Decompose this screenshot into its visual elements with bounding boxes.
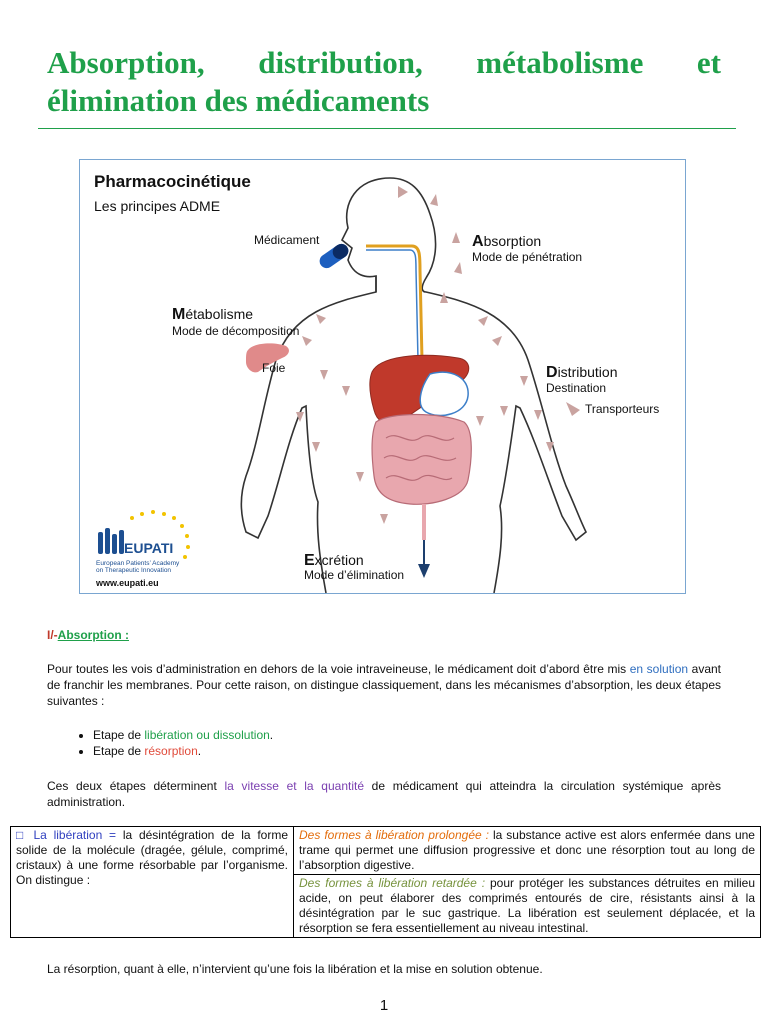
step-prefix: Etape de — [93, 728, 145, 742]
label-distribution-sub: Destination — [546, 381, 607, 395]
figure-title: Pharmacocinétique — [94, 172, 251, 191]
label-metabolisme-sub: Mode de décomposition — [172, 324, 300, 338]
determinants-highlight: la vitesse et la quantité — [224, 779, 364, 793]
label-transporteurs: Transporteurs — [585, 402, 660, 416]
checkbox-icon: □ — [16, 828, 27, 842]
liberation-definition-cell: □ La libération = la désintégration de l… — [10, 826, 294, 938]
table-row: □ La libération = la désintégration de l… — [10, 826, 761, 938]
eupati-logo-name: EUPATI — [124, 540, 174, 556]
eupati-logo: EUPATI European Patients’ Academy on The… — [94, 512, 214, 592]
intro-paragraph: Pour toutes les vois d’administration en… — [47, 661, 721, 709]
eupati-tagline-line2: on Therapeutic Innovation — [96, 567, 172, 574]
label-excretion: Excrétion — [304, 552, 364, 569]
table-row: Des formes à libération retardée : pour … — [11, 874, 761, 938]
step-highlight: résorption — [144, 744, 198, 758]
prolongee-text: la substance active est alors enfermée d… — [299, 828, 755, 872]
label-medicament: Médicament — [254, 233, 320, 247]
retardee-cell: Des formes à libération retardée : pour … — [293, 874, 761, 938]
eupati-figures — [98, 528, 124, 554]
figure-subtitle: Les principes ADME — [94, 198, 221, 214]
intestines — [371, 413, 472, 505]
transporteur-arrow — [566, 402, 580, 416]
esophagus — [366, 244, 431, 374]
section-title: Absorption : — [57, 628, 129, 642]
label-excretion-sub: Mode d’élimination — [304, 568, 405, 582]
prolongee-label: Des formes à libération prolongée : — [299, 828, 489, 842]
determinants-paragraph: Ces deux étapes déterminent la vitesse e… — [47, 778, 721, 810]
determinants-text-1: Ces deux étapes déterminent — [47, 779, 225, 793]
adme-figure: Pharmacocinétique Les principes ADME Méd… — [79, 159, 686, 594]
eupati-tagline-line1: European Patients’ Academy — [96, 560, 180, 567]
page-title: Absorption, distribution, métabolisme et… — [47, 45, 721, 118]
step-prefix: Etape de — [93, 744, 145, 758]
determinants-text-2: de médicament qui atteindra la circulati… — [47, 779, 721, 809]
body-illustration — [98, 177, 588, 593]
resorption-paragraph: La résorption, quant à elle, n’intervien… — [47, 962, 543, 976]
step-suffix: . — [269, 728, 274, 742]
body-outline — [240, 177, 588, 593]
liberation-table: □ La libération = la désintégration de l… — [10, 826, 761, 938]
step-highlight: libération ou dissolution — [144, 728, 270, 742]
intro-highlight: en solution — [629, 662, 689, 676]
eupati-stars — [130, 510, 190, 559]
capsule — [319, 243, 349, 269]
label-absorption: Absorption — [472, 233, 542, 250]
excretion-arrow — [418, 564, 430, 578]
intro-text-1: Pour toutes les vois d’administration en… — [47, 662, 630, 676]
retardee-text: pour protéger les substances détruites e… — [299, 876, 755, 935]
foie-icon — [246, 343, 289, 373]
eupati-logo-tagline: European Patients’ Academy on Therapeuti… — [96, 560, 179, 574]
section-number: I/- — [47, 628, 58, 642]
eupati-url: www.eupati.eu — [96, 578, 159, 588]
step-suffix: . — [197, 744, 202, 758]
page-number: 1 — [379, 997, 389, 1014]
label-foie: Foie — [262, 361, 286, 375]
intro-text-2: avant de franchir les membranes. Pour ce… — [47, 662, 721, 708]
list-item: Etape de résorption. — [93, 743, 273, 759]
section-heading: I/-Absorption : — [47, 628, 129, 642]
label-absorption-sub: Mode de pénétration — [472, 250, 583, 264]
prolongee-cell: Des formes à libération prolongée : la s… — [293, 826, 761, 875]
title-divider — [38, 128, 736, 129]
list-item: Etape de libération ou dissolution. — [93, 727, 273, 743]
distribution-arrows — [296, 186, 554, 524]
label-distribution: Distribution — [546, 364, 618, 381]
label-metabolisme: Métabolisme — [172, 306, 254, 323]
stomach — [419, 371, 469, 417]
retardee-label: Des formes à libération retardée : — [299, 876, 486, 890]
liberation-definition: la désintégration de la forme solide de … — [16, 828, 288, 887]
steps-list: Etape de libération ou dissolution. Etap… — [47, 727, 273, 759]
liberation-key: La libération = — [26, 828, 123, 842]
